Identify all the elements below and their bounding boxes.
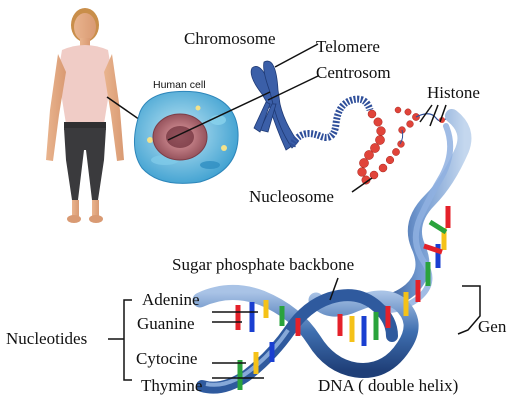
cell-to-chromosome-leader: [167, 91, 271, 141]
label-chromosome: Chromosome: [184, 29, 276, 48]
label-dna-double-helix: DNA ( double helix): [318, 376, 459, 395]
label-guanine: Guanine: [137, 314, 195, 333]
centrosom-leader: [267, 75, 319, 101]
histone-leader-2: [429, 104, 439, 127]
label-gen: Gen: [478, 317, 507, 336]
human-figure-illustration: [46, 8, 124, 223]
nucleosome-leader: [351, 177, 373, 193]
label-cytocine: Cytocine: [136, 349, 198, 368]
chromosome-illustration: [250, 60, 299, 151]
telomere-leader: [274, 43, 319, 68]
label-sugar-phosphate-backbone: Sugar phosphate backbone: [172, 255, 355, 274]
label-centrosom: Centrosom: [316, 63, 391, 82]
histone-leader-3: [439, 104, 447, 123]
nucleosome-beads: [357, 106, 420, 185]
figure-to-cell-line: [106, 96, 144, 123]
label-histone: Histone: [427, 83, 480, 102]
leader-lines: [108, 43, 481, 381]
label-thymine: Thymine: [141, 376, 203, 395]
gen-bracket: [457, 285, 481, 335]
base-pairs: [235, 206, 451, 390]
label-nucleosome: Nucleosome: [249, 187, 334, 206]
chromatin-fibre: [288, 95, 374, 148]
dna-double-helix: [192, 109, 472, 394]
histone-leader-1: [419, 104, 433, 123]
human-cell-illustration: [134, 90, 239, 184]
nucleotides-bracket: [123, 299, 132, 381]
label-adenine: Adenine: [142, 290, 200, 309]
label-telomere: Telomere: [316, 37, 380, 56]
backbone-leader: [329, 277, 339, 301]
label-human-cell: Human cell: [153, 79, 206, 91]
label-nucleotides: Nucleotides: [6, 329, 88, 348]
